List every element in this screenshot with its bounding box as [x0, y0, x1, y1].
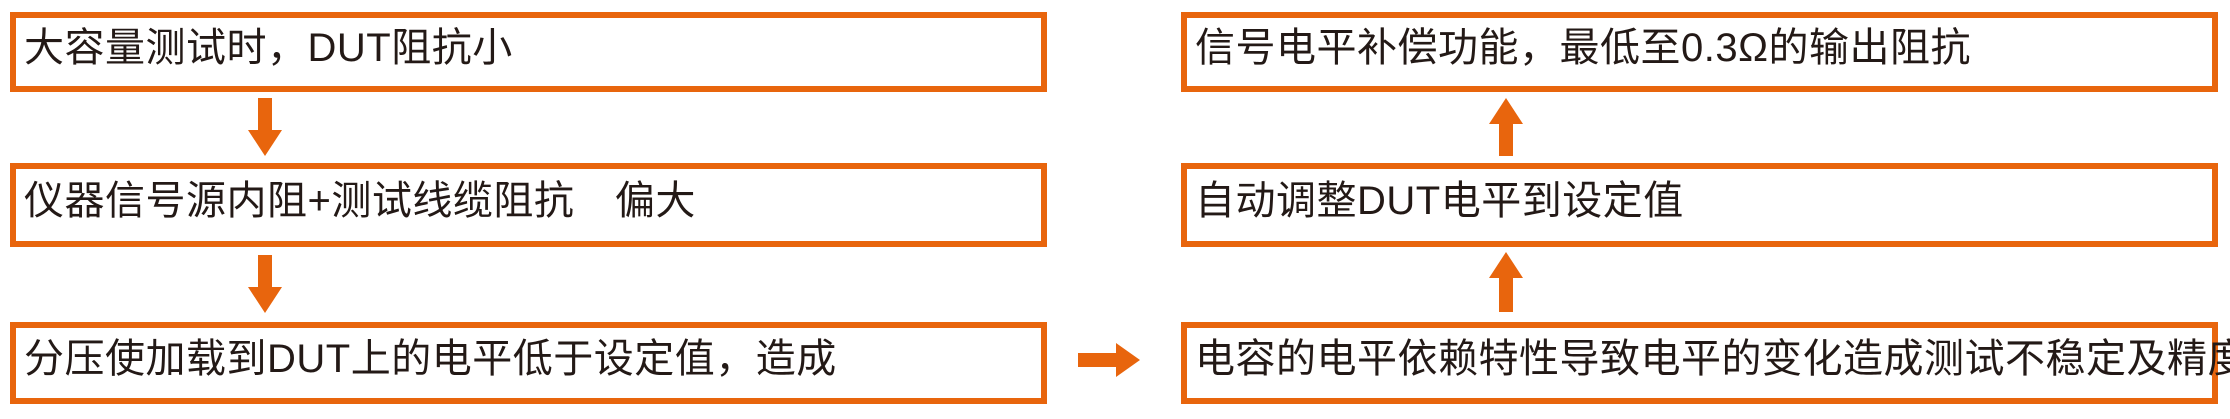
flow-box-top-right: 信号电平补偿功能，最低至0.3Ω的输出阻抗: [1181, 12, 2218, 92]
flow-box-top-right-label: 信号电平补偿功能，最低至0.3Ω的输出阻抗: [1195, 26, 1972, 70]
arrow-down-icon: [248, 255, 282, 313]
flow-box-bottom-left: 分压使加载到DUT上的电平低于设定值，造成: [10, 322, 1047, 404]
flow-box-bottom-right-label: 电容的电平依赖特性导致电平的变化造成测试不稳定及精度差: [1195, 337, 2230, 381]
flow-box-middle-left-label: 仪器信号源内阻+测试线缆阻抗 偏大: [24, 179, 696, 223]
flow-box-middle-left: 仪器信号源内阻+测试线缆阻抗 偏大: [10, 163, 1047, 247]
arrow-right-shape: [1078, 343, 1140, 377]
arrow-up-icon: [1489, 98, 1523, 156]
arrow-up-shape: [1489, 98, 1523, 156]
arrow-down-shape: [248, 98, 282, 156]
flow-box-middle-right: 自动调整DUT电平到设定值: [1181, 163, 2218, 247]
arrow-down-shape: [248, 255, 282, 313]
flow-box-top-left: 大容量测试时，DUT阻抗小: [10, 12, 1047, 92]
arrow-right-icon: [1078, 343, 1140, 377]
arrow-down-icon: [248, 98, 282, 156]
flow-box-bottom-right: 电容的电平依赖特性导致电平的变化造成测试不稳定及精度差: [1181, 322, 2230, 404]
arrow-up-icon: [1489, 252, 1523, 312]
flow-box-top-left-label: 大容量测试时，DUT阻抗小: [24, 26, 513, 70]
arrow-up-shape: [1489, 252, 1523, 312]
flow-box-bottom-left-label: 分压使加载到DUT上的电平低于设定值，造成: [24, 337, 837, 381]
flow-box-middle-right-label: 自动调整DUT电平到设定值: [1195, 179, 1684, 223]
